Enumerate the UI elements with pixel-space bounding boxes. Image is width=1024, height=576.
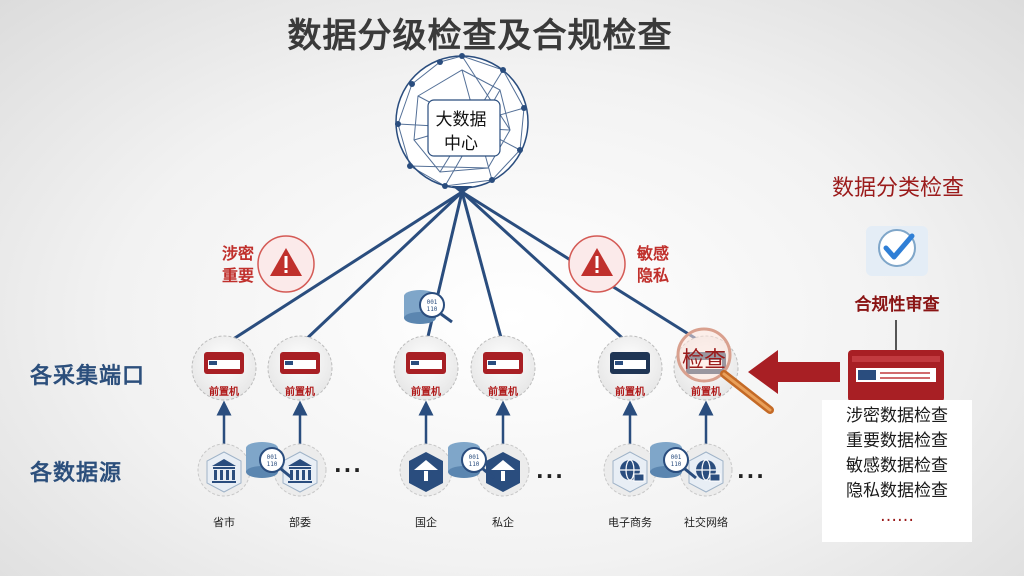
- source-icons: [197, 443, 733, 497]
- row-label-ports: 各采集端口: [30, 364, 146, 389]
- hub-label-line2: 中心: [444, 134, 478, 154]
- warning-label-right: 敏感 隐私: [631, 243, 675, 287]
- checkmark-badge-icon: [866, 226, 928, 276]
- svg-text:110: 110: [469, 461, 480, 468]
- check-item-3: 敏感数据检查: [846, 456, 948, 476]
- government-building-icon-2: [273, 443, 327, 497]
- warning-right-line1: 敏感: [636, 244, 669, 263]
- compliance-server-icon: [848, 320, 944, 402]
- hub-label: 大数据 中心: [421, 108, 501, 156]
- svg-text:001: 001: [469, 454, 480, 461]
- check-item-4: 隐私数据检查: [846, 481, 948, 501]
- check-item-1: 涉密数据检查: [846, 406, 948, 426]
- database-scan-icon-top: 001 110: [404, 290, 453, 324]
- source-label-4: 私企: [492, 516, 514, 529]
- warning-icon-right: [568, 235, 626, 293]
- source-label-6: 社交网络: [684, 516, 728, 529]
- svg-text:110: 110: [671, 461, 682, 468]
- port-caption-2: 前置机: [285, 387, 315, 398]
- magnifier-icon: [676, 327, 774, 414]
- source-label-3: 国企: [415, 516, 437, 529]
- hub-label-line1: 大数据: [435, 110, 487, 130]
- port-node-2: [267, 335, 333, 401]
- row-label-sources: 各数据源: [30, 461, 123, 486]
- compliance-review-label: 合规性审查: [854, 295, 940, 315]
- social-network-globe-icon: [679, 443, 733, 497]
- source-label-5: 电子商务: [608, 516, 652, 529]
- magnifier-check-text: 检查: [681, 348, 726, 373]
- check-item-more: ……: [880, 506, 914, 526]
- svg-text:001: 001: [267, 454, 278, 461]
- port-nodes: [191, 335, 739, 401]
- port-caption-4: 前置机: [488, 387, 518, 398]
- enterprise-icon-2: [476, 443, 530, 497]
- database-scan-icon-3: 001 110: [650, 442, 697, 480]
- ellipsis-3: ···: [737, 464, 766, 488]
- port-node-5: [597, 335, 663, 401]
- port-caption-5: 前置机: [615, 387, 645, 398]
- government-building-icon-1: [197, 443, 251, 497]
- port-node-4: [470, 335, 536, 401]
- big-data-hub-icon: [395, 53, 529, 194]
- page-title: 数据分级检查及合规检查: [287, 16, 673, 56]
- check-list-box: 涉密数据检查 重要数据检查 敏感数据检查 隐私数据检查 ……: [822, 400, 972, 542]
- port-node-1: [191, 335, 257, 401]
- svg-text:110: 110: [427, 306, 438, 313]
- warning-left-line2: 重要: [221, 266, 254, 285]
- source-label-2: 部委: [289, 516, 311, 529]
- database-scan-icon-1: 001 110: [246, 442, 293, 480]
- warning-label-left: 涉密 重要: [216, 243, 260, 287]
- warning-left-line1: 涉密: [221, 244, 254, 263]
- inspection-arrow-icon: [748, 350, 840, 394]
- ellipsis-2: ···: [536, 464, 565, 488]
- warning-right-line2: 隐私: [636, 266, 669, 285]
- svg-text:001: 001: [427, 299, 438, 306]
- source-label-1: 省市: [213, 516, 235, 529]
- check-item-2: 重要数据检查: [846, 431, 948, 451]
- enterprise-icon-1: [399, 443, 453, 497]
- database-scan-icon-2: 001 110: [448, 442, 495, 480]
- port-caption-1: 前置机: [209, 387, 239, 398]
- ellipsis-1: ···: [334, 458, 363, 482]
- source-to-port-arrows: [216, 400, 714, 445]
- svg-text:110: 110: [267, 461, 278, 468]
- port-caption-6: 前置机: [691, 387, 721, 398]
- warning-icon-left: [257, 235, 315, 293]
- ecommerce-globe-icon: [603, 443, 657, 497]
- port-caption-3: 前置机: [411, 387, 441, 398]
- classification-title: 数据分类检查: [831, 176, 964, 201]
- svg-text:001: 001: [671, 454, 682, 461]
- port-node-3: [393, 335, 459, 401]
